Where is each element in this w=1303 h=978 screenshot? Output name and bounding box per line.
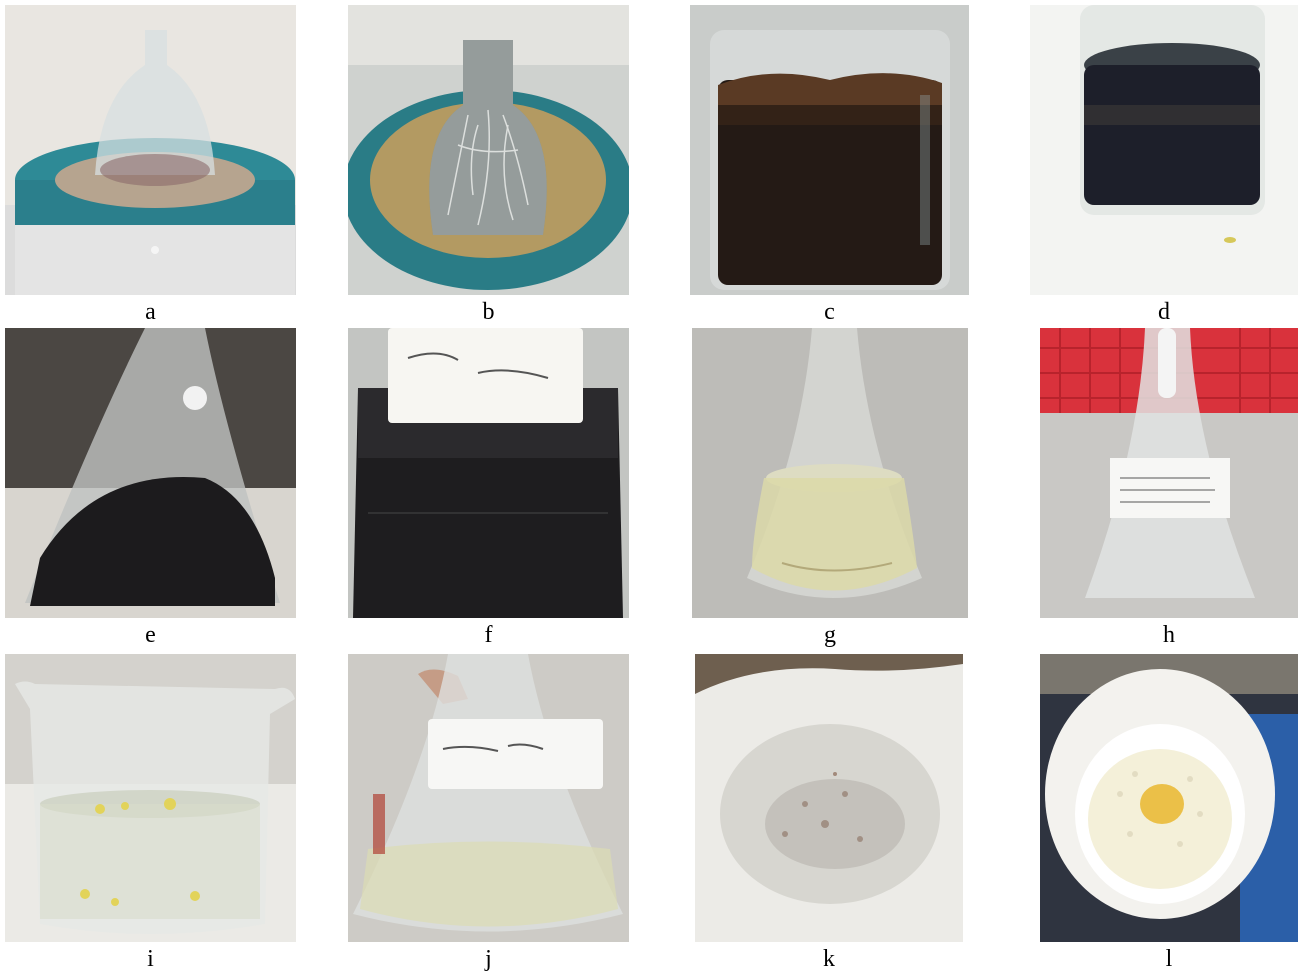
photo-l: [1040, 654, 1298, 942]
photo-c: [690, 5, 969, 295]
photo-k: [695, 654, 963, 942]
panel-c: c: [690, 5, 969, 327]
panel-d: d: [1030, 5, 1298, 327]
panel-label: c: [824, 299, 835, 325]
panel-a: a: [5, 5, 296, 327]
panel-f: f: [348, 328, 629, 650]
photo-d: [1030, 5, 1298, 295]
photo-b: [348, 5, 629, 295]
panel-label: g: [824, 622, 836, 648]
photo-e: [5, 328, 296, 618]
panel-i: i: [5, 654, 296, 976]
panel-label: a: [145, 299, 156, 325]
photo-h: [1040, 328, 1298, 618]
panel-label: k: [823, 946, 835, 972]
panel-h: h: [1040, 328, 1298, 650]
panel-e: e: [5, 328, 296, 650]
photo-g: [692, 328, 968, 618]
photo-j: [348, 654, 629, 942]
panel-label: h: [1163, 622, 1175, 648]
photo-f: [348, 328, 629, 618]
panel-b: b: [348, 5, 629, 327]
panel-label: e: [145, 622, 156, 648]
panel-j: j: [348, 654, 629, 976]
panel-k: k: [695, 654, 963, 976]
panel-l: l: [1040, 654, 1298, 976]
panel-label: j: [485, 946, 492, 972]
panel-label: i: [147, 946, 154, 972]
panel-label: d: [1158, 299, 1170, 325]
photo-a: [5, 5, 296, 295]
panel-g: g: [692, 328, 968, 650]
photo-i: [5, 654, 296, 942]
panel-label: l: [1165, 946, 1173, 972]
panel-label: b: [482, 299, 495, 325]
panel-label: f: [484, 622, 493, 648]
